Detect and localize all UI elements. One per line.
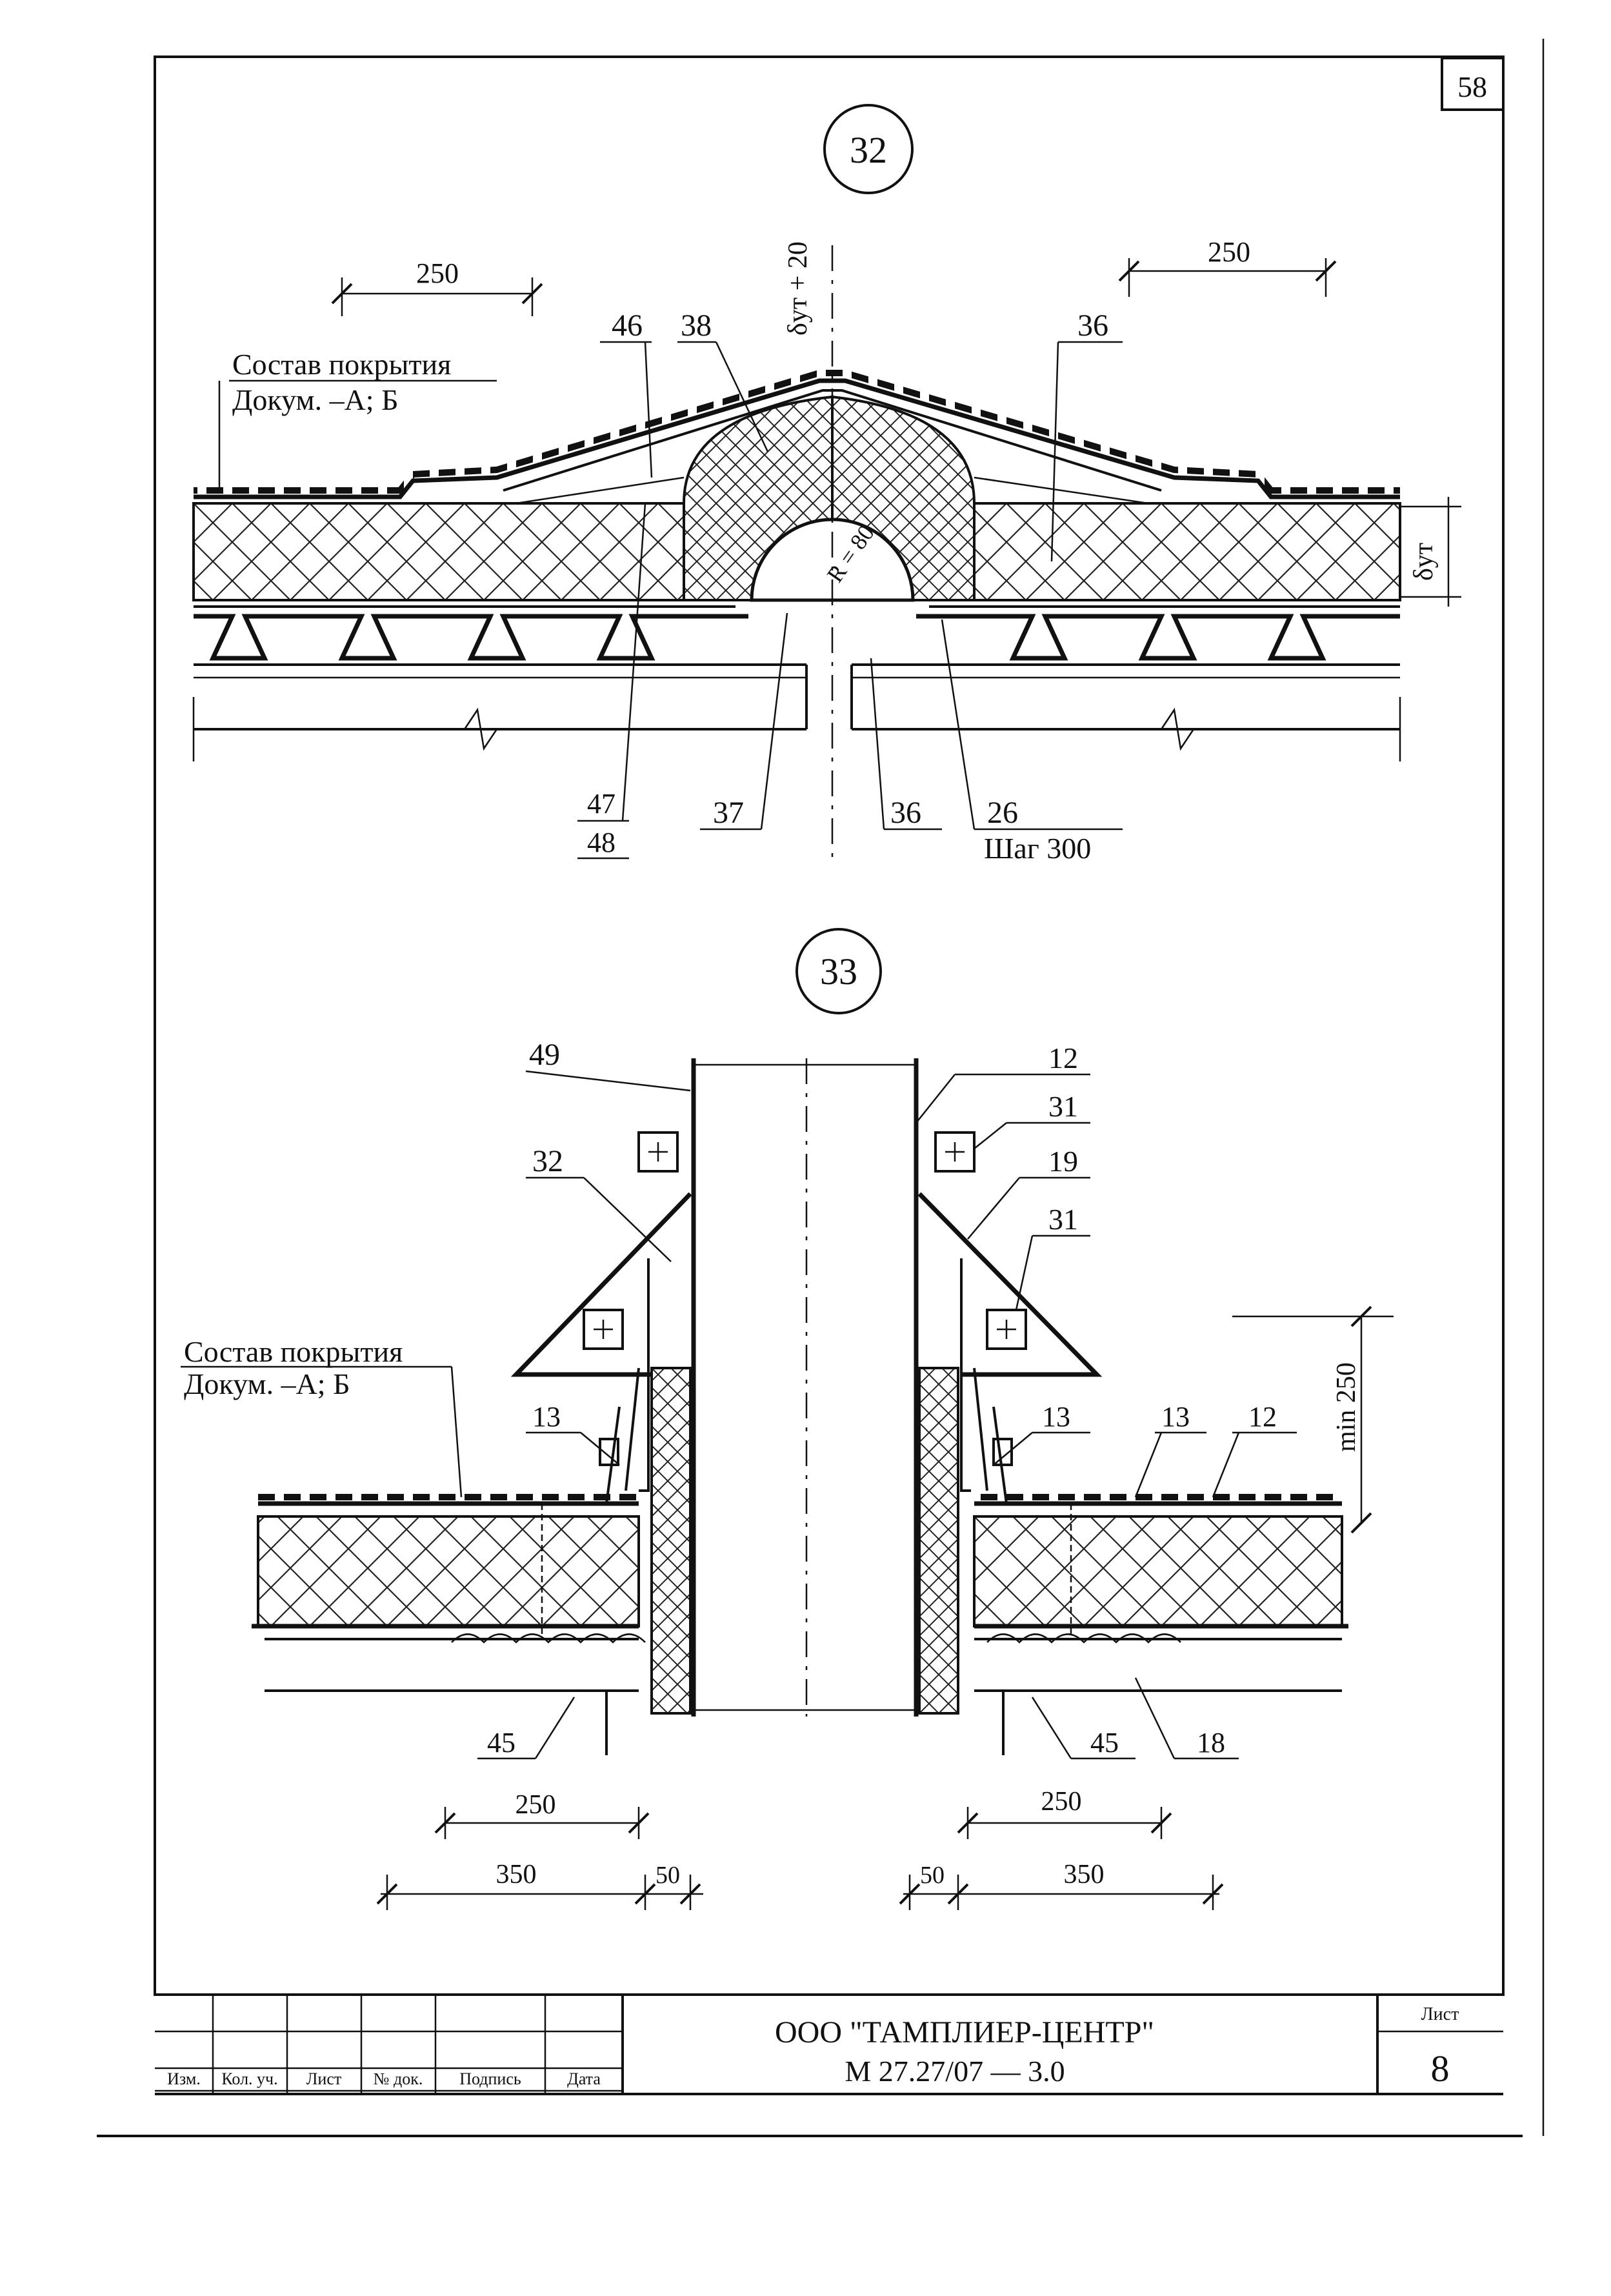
svg-text:Подпись: Подпись — [459, 2069, 521, 2088]
company-name: ООО "ТАМПЛИЕР-ЦЕНТР" — [775, 2015, 1154, 2049]
svg-text:350: 350 — [1064, 1860, 1105, 1889]
svg-text:250: 250 — [515, 1790, 556, 1820]
svg-text:Изм.: Изм. — [167, 2069, 201, 2088]
svg-text:32: 32 — [532, 1144, 563, 1178]
dim-250-left: 250 — [331, 257, 543, 316]
dim-min-250: min 250 — [1232, 1305, 1394, 1534]
svg-text:Лист: Лист — [306, 2069, 341, 2088]
svg-text:350: 350 — [496, 1860, 537, 1889]
detail-32: 32 — [192, 104, 1461, 865]
svg-text:12: 12 — [1048, 1042, 1078, 1074]
roof-left — [252, 1367, 646, 1692]
profiled-deck — [194, 605, 1400, 661]
svg-text:250: 250 — [1041, 1787, 1082, 1817]
roof-right — [973, 1367, 1348, 1692]
thickness-dim-right: δут — [1400, 497, 1461, 607]
pipe — [691, 1058, 919, 1717]
svg-text:Кол. уч.: Кол. уч. — [221, 2069, 277, 2088]
sleeve-insulation-right — [918, 1367, 959, 1715]
svg-text:Докум. –А; Б: Докум. –А; Б — [184, 1367, 350, 1400]
callouts-32-bottom: 47 48 37 36 26 Шаг 300 — [577, 503, 1123, 865]
svg-text:38: 38 — [681, 308, 712, 343]
svg-text:37: 37 — [713, 796, 744, 830]
dims-33-bottom: 250 350 50 250 50 350 — [376, 1787, 1224, 1910]
svg-text:50: 50 — [920, 1862, 945, 1889]
svg-text:250: 250 — [1208, 236, 1250, 268]
document-code: М 27.27/07 — 3.0 — [845, 2055, 1065, 2088]
sleeve-insulation-left — [650, 1367, 692, 1715]
covering-note-33: Состав покрытия Докум. –А; Б — [181, 1335, 463, 1498]
roof-covering — [194, 370, 1400, 505]
insulation-layer — [192, 395, 1401, 602]
detail-33-number-circle — [795, 928, 882, 1014]
svg-text:46: 46 — [612, 308, 643, 343]
sheet-number: 58 — [1457, 70, 1487, 103]
detail-33-number: 33 — [820, 951, 857, 992]
svg-text:Состав покрытия: Состав покрытия — [184, 1335, 403, 1368]
covering-note-32: Состав покрытия Докум. –А; Б — [218, 348, 497, 490]
svg-text:δут: δут — [1409, 543, 1439, 581]
svg-text:50: 50 — [655, 1862, 680, 1889]
svg-text:31: 31 — [1048, 1203, 1078, 1236]
svg-text:13: 13 — [1042, 1401, 1070, 1433]
support-beams — [192, 663, 1401, 761]
svg-text:Докум. –А; Б: Докум. –А; Б — [232, 383, 399, 416]
step-note: Шаг 300 — [984, 832, 1091, 865]
svg-text:48: 48 — [587, 827, 615, 858]
svg-text:13: 13 — [1161, 1401, 1190, 1433]
detail-32-number: 32 — [850, 129, 887, 171]
svg-text:45: 45 — [1090, 1727, 1119, 1758]
svg-text:45: 45 — [487, 1727, 515, 1758]
sheet-value: 8 — [1431, 2048, 1450, 2090]
svg-text:36: 36 — [890, 796, 921, 830]
svg-text:250: 250 — [416, 257, 459, 289]
clamp-right — [917, 1131, 1103, 1377]
sheet-number-box — [1441, 57, 1505, 111]
svg-text:min 250: min 250 — [1332, 1362, 1361, 1452]
callouts-33: 49 12 31 32 19 31 13 13 13 — [477, 1038, 1297, 1760]
svg-text:49: 49 — [529, 1038, 560, 1072]
svg-text:19: 19 — [1048, 1145, 1078, 1178]
svg-text:Состав покрытия: Состав покрытия — [232, 348, 451, 381]
top-thickness-label: δут + 20 — [783, 241, 813, 336]
callouts-32-top: 46 38 36 — [600, 308, 1123, 562]
svg-text:47: 47 — [587, 788, 615, 820]
clamp-left — [510, 1131, 692, 1377]
svg-text:Дата: Дата — [567, 2069, 601, 2088]
dim-250-right: 250 — [1118, 236, 1337, 297]
svg-text:36: 36 — [1077, 308, 1108, 343]
svg-text:26: 26 — [987, 796, 1018, 830]
detail-32-number-circle — [823, 104, 914, 194]
svg-text:12: 12 — [1248, 1401, 1277, 1433]
title-block: Изм. Кол. уч. Лист № док. Подпись Дата О… — [155, 1993, 1503, 2095]
detail-33: 33 — [181, 928, 1394, 1910]
svg-text:№ док.: № док. — [374, 2069, 423, 2088]
sheet-label: Лист — [1421, 2004, 1459, 2024]
svg-text:31: 31 — [1048, 1090, 1078, 1123]
svg-text:18: 18 — [1197, 1727, 1225, 1758]
svg-text:13: 13 — [532, 1401, 561, 1433]
